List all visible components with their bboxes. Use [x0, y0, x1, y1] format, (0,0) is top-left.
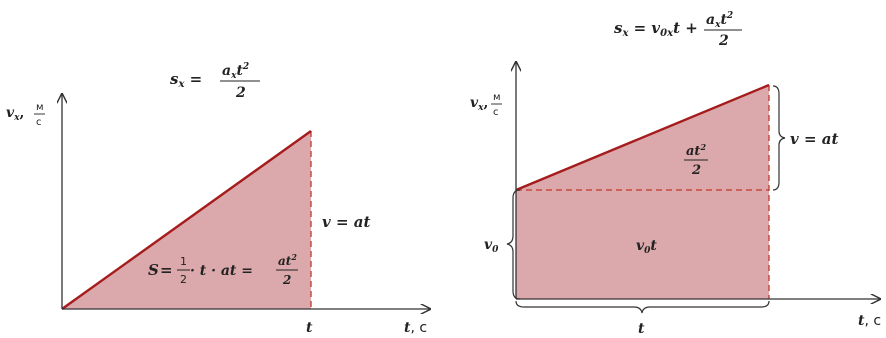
svg-text:2: 2: [180, 273, 187, 286]
svg-text:с: с: [493, 107, 499, 118]
right-rect-formula: v0t: [636, 238, 657, 256]
svg-text:sx = v0xt +: sx = v0xt +: [614, 19, 698, 39]
svg-text:=: =: [160, 261, 173, 279]
left-area-formula: S = 1 2 · t · at = at2 2: [148, 252, 298, 287]
svg-text:at2: at2: [278, 252, 297, 268]
right-brace-v0: [506, 189, 521, 300]
svg-text:с: с: [36, 117, 42, 128]
svg-text:1: 1: [180, 255, 187, 268]
left-v-label: v = at: [322, 213, 370, 231]
right-formula-top: sx = v0xt + axt2 2: [614, 11, 742, 49]
right-x-axis-label: t, с: [858, 313, 881, 329]
right-brace-t: [515, 300, 770, 314]
svg-text:vx,: vx,: [6, 105, 24, 123]
svg-text:2: 2: [691, 163, 701, 178]
right-velocity-line: [515, 83, 770, 192]
right-y-axis-label: vx, м с: [470, 92, 502, 118]
svg-text:S: S: [148, 261, 159, 279]
right-v-label: v = at: [790, 130, 838, 148]
svg-text:at2: at2: [686, 142, 706, 159]
left-velocity-line: [61, 130, 312, 310]
svg-text:axt2: axt2: [222, 62, 249, 81]
left-tick-t: t: [306, 320, 313, 336]
svg-text:м: м: [36, 102, 44, 113]
svg-text:vx,: vx,: [470, 95, 488, 113]
left-x-axis-label: t, с: [404, 320, 427, 336]
svg-text:· t · at =: · t · at =: [190, 263, 253, 279]
right-brace-v-at: [772, 85, 786, 191]
right-graph: sx = v0xt + axt2 2 vx, м с t, с t v = at…: [470, 11, 881, 337]
left-graph: sx = axt2 2 vx, м с t, с t v = at S = 1 …: [6, 62, 430, 336]
left-formula-top: sx = axt2 2: [170, 62, 260, 101]
svg-text:axt2: axt2: [706, 11, 733, 30]
right-triangle-formula: at2 2: [684, 142, 708, 178]
svg-text:м: м: [493, 92, 501, 103]
svg-text:2: 2: [282, 273, 291, 287]
right-v0-label: v0: [484, 237, 499, 255]
svg-text:2: 2: [718, 33, 729, 49]
right-tick-t: t: [638, 321, 645, 337]
right-area-rectangle: [516, 190, 769, 299]
svg-text:sx =: sx =: [170, 70, 202, 90]
svg-text:2: 2: [235, 85, 246, 101]
left-y-axis-label: vx, м с: [6, 102, 45, 128]
